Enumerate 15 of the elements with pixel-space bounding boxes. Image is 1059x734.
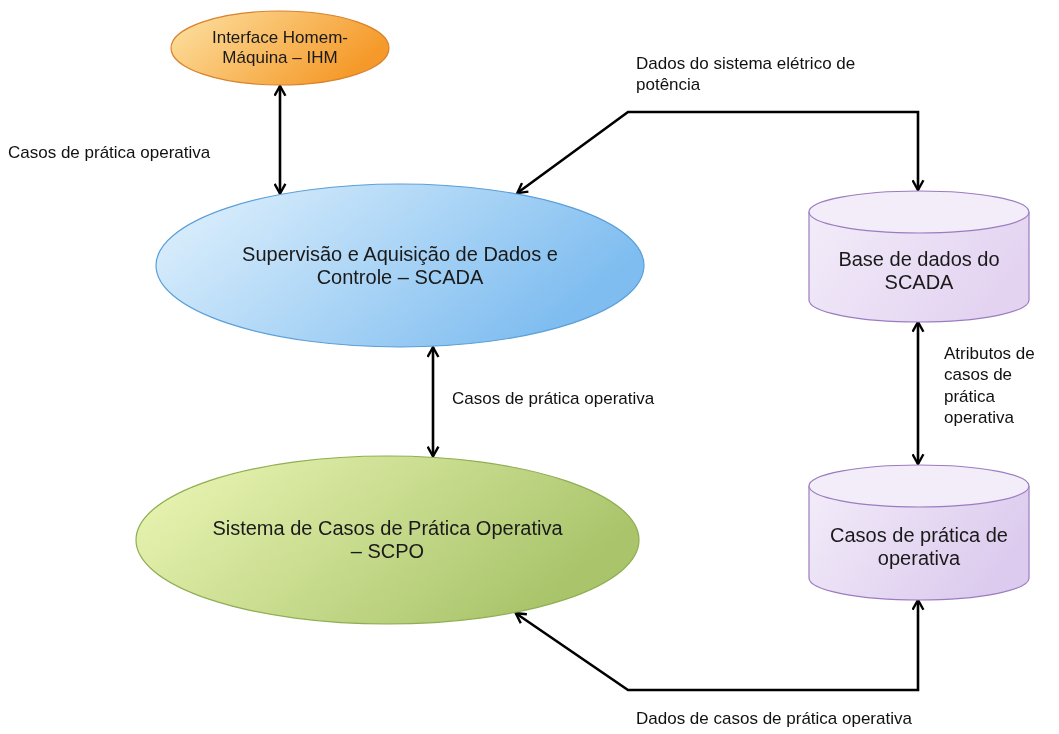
node-label: Base de dados do SCADA [837, 248, 1001, 294]
ellipse-node [155, 183, 645, 348]
arrow [911, 320, 925, 466]
database-cylinder [808, 190, 1030, 322]
ellipse-node [135, 455, 640, 625]
node-label: Sistema de Casos de Prática Operativa – SCPO [211, 517, 564, 563]
arrow [516, 110, 925, 195]
arrow [426, 346, 440, 458]
database-cylinder [808, 464, 1030, 600]
arrow [514, 598, 925, 692]
arrow [273, 84, 287, 195]
node-label: Interface Homem-Máquina – IHM [210, 28, 349, 68]
ellipse-node [170, 10, 390, 86]
node-label: Supervisão e Aquisição de Dados e Controle – SCADA [241, 242, 559, 289]
node-label: Casos de prática de operativa [829, 524, 1009, 570]
